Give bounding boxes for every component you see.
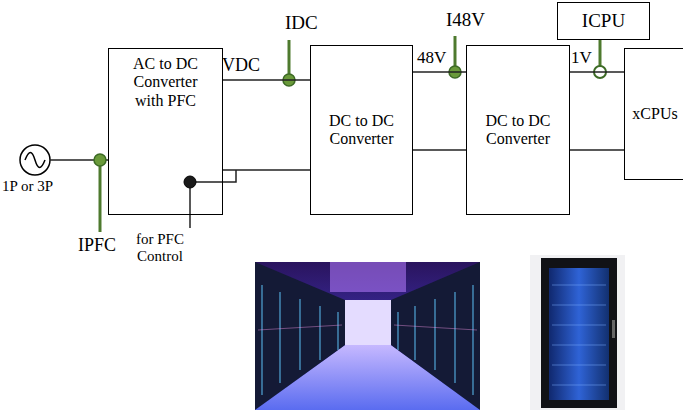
- datacenter-photo: [255, 262, 480, 410]
- rack-light: [337, 312, 338, 350]
- ceiling-light: [330, 262, 406, 292]
- current-label-box: ICPU: [557, 2, 650, 40]
- rack-row: [391, 262, 480, 410]
- rack-light: [319, 306, 320, 360]
- signal-label: I48V: [446, 9, 485, 31]
- control-dot: [184, 176, 196, 188]
- rack-light: [552, 385, 606, 386]
- rack-light: [552, 305, 606, 306]
- rack-row: [255, 262, 345, 410]
- rack-light: [299, 299, 300, 370]
- rack-light: [552, 365, 606, 366]
- node-text: DC to DC Converter: [320, 112, 404, 149]
- rack-light: [472, 285, 473, 395]
- rack-lights: [258, 325, 477, 330]
- rack-light: [552, 325, 606, 326]
- rack-light: [279, 292, 280, 383]
- photo-ground: [530, 255, 625, 410]
- wire-connector: [570, 149, 624, 151]
- rack-glass: [549, 268, 609, 400]
- rack-handle: [612, 320, 615, 338]
- wire-connector: [413, 149, 466, 151]
- rack-lights: [262, 285, 473, 395]
- leader-line: [189, 188, 191, 228]
- source-label: 1P or 3P: [2, 178, 53, 195]
- node-text: AC to DC Converter with PFC: [124, 55, 208, 110]
- converter-box: DC to DC Converter: [466, 45, 570, 215]
- wire-connector: [223, 169, 310, 171]
- node-text: DC to DC Converter: [476, 112, 560, 149]
- rack-light: [397, 312, 398, 350]
- wire-connector: [223, 79, 310, 81]
- rack-light: [552, 345, 606, 346]
- node-text: ICPU: [582, 10, 625, 32]
- rack-photo: [530, 255, 625, 410]
- rack-light: [454, 292, 455, 383]
- feedback-wire: [196, 170, 236, 182]
- rack-light: [261, 285, 262, 395]
- leader-line: [599, 40, 602, 66]
- rack-cabinet: [541, 258, 617, 408]
- wire-connector: [413, 71, 466, 73]
- sense-dot: [94, 154, 106, 166]
- note-label: for PFC Control: [120, 231, 200, 266]
- ac-source-symbol: [20, 145, 50, 175]
- photo-ground: [255, 262, 480, 410]
- node-text: xCPUs: [632, 105, 677, 123]
- signal-label: IDC: [285, 12, 318, 34]
- wire-connector: [570, 71, 624, 73]
- rack-light: [434, 299, 435, 370]
- sine-symbol: [25, 153, 45, 168]
- signal-label: VDC: [222, 55, 260, 76]
- leader-line: [99, 166, 102, 232]
- rack-light: [414, 306, 415, 360]
- signal-label: 48V: [417, 48, 446, 68]
- cpu-box: xCPUs: [624, 48, 683, 180]
- rack-light: [552, 285, 606, 286]
- converter-box: AC to DC Converter with PFC: [108, 48, 223, 215]
- converter-box: DC to DC Converter: [310, 45, 413, 215]
- rack-light: [258, 325, 342, 330]
- leader-line: [454, 36, 457, 66]
- signal-label: IPFC: [78, 235, 116, 256]
- corridor-end: [345, 300, 391, 345]
- leader-line: [288, 40, 291, 74]
- signal-label: 1V: [571, 48, 592, 68]
- rack-light: [394, 325, 477, 330]
- rack-lights: [552, 285, 606, 385]
